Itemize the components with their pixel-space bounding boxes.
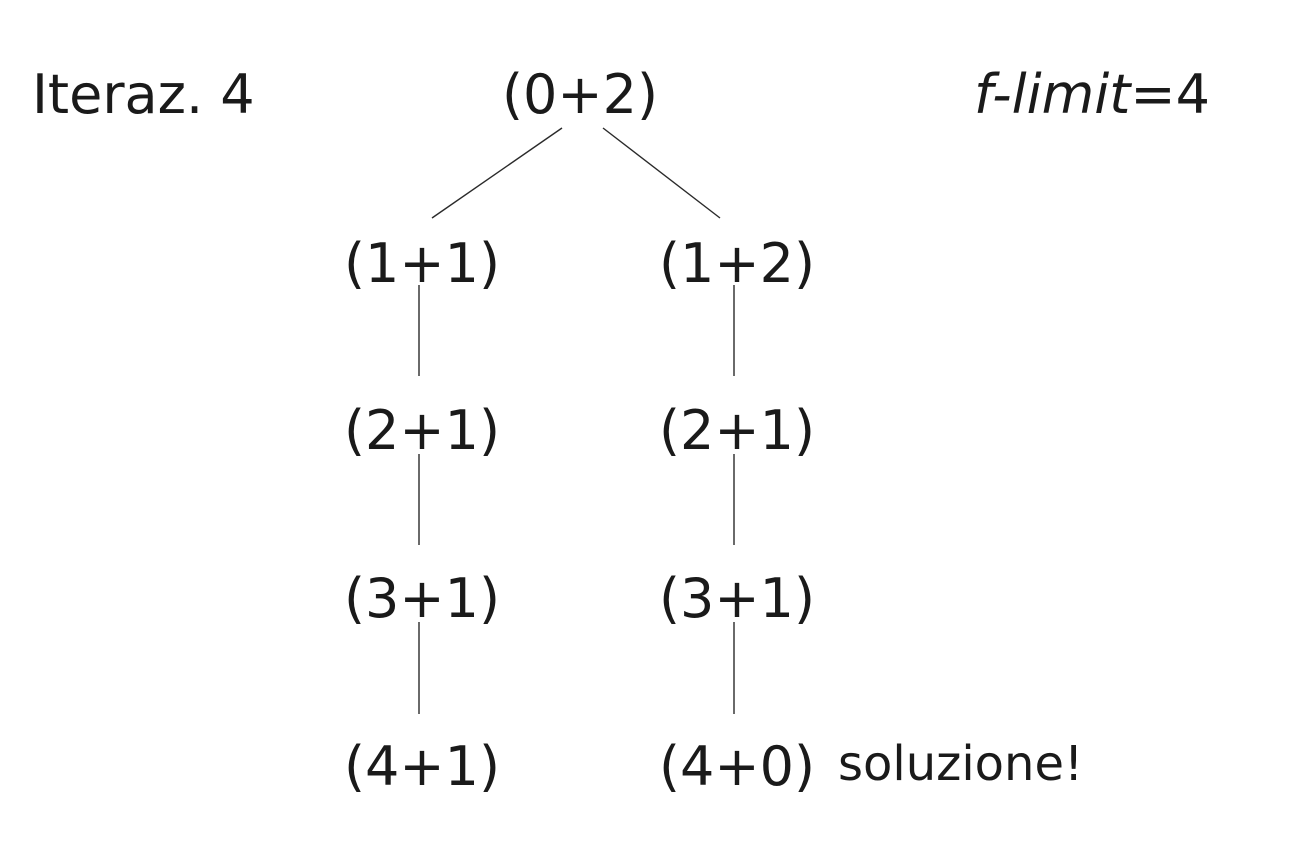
tree-node-left-3: (3+1) — [343, 567, 501, 630]
tree-node-root: (0+2) — [501, 63, 659, 126]
f-limit-value: =4 — [1130, 63, 1210, 126]
f-limit-name: f-limit — [974, 63, 1131, 126]
tree-node-right-4: (4+0) — [658, 735, 816, 798]
f-limit-label: f-limit=4 — [974, 68, 1210, 122]
tree-node-right-3: (3+1) — [658, 567, 816, 630]
tree-node-left-4: (4+1) — [343, 735, 501, 798]
solution-label: soluzione! — [838, 736, 1084, 792]
iteration-label: Iteraz. 4 — [32, 63, 255, 126]
edge-root-to-left — [431, 127, 563, 219]
tree-node-left-1: (1+1) — [343, 232, 501, 295]
tree-node-right-2: (2+1) — [658, 399, 816, 462]
edge-root-to-right — [602, 127, 721, 219]
tree-node-right-1: (1+2) — [658, 232, 816, 295]
tree-node-left-2: (2+1) — [343, 399, 501, 462]
